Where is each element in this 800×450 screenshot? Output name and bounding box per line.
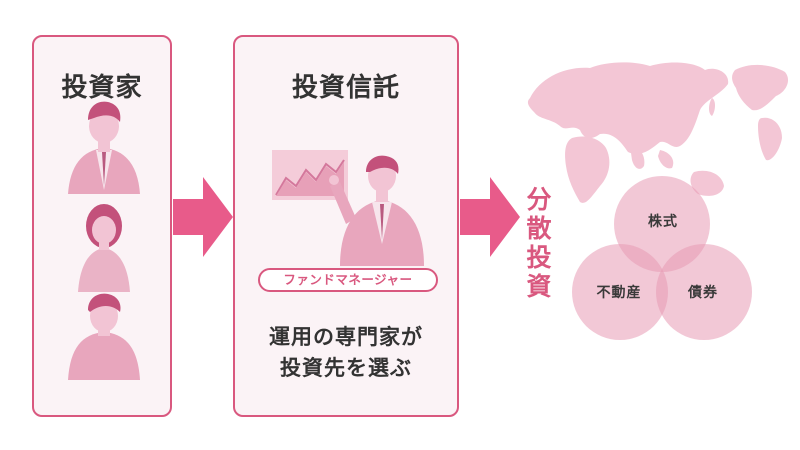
north-america-shape: [732, 64, 789, 111]
arrow-right-icon: [460, 177, 520, 257]
venn-circle-realestate: [572, 244, 668, 340]
investment-trust-title: 投資信託: [291, 73, 400, 103]
investment-trust-panel: 投資信託: [233, 35, 459, 417]
south-asia-shape: [630, 146, 645, 169]
investor-woman-icon: [78, 204, 130, 292]
arrow-right-icon: [173, 177, 233, 257]
investor-man-suit-icon: [68, 101, 140, 194]
investor-title: 投資家: [61, 73, 143, 103]
venn-label-bond: 債券: [688, 285, 718, 301]
caption-line-2: 投資先を選ぶ: [280, 356, 412, 380]
diversified-investment-label: 分 散 投 資: [526, 185, 552, 301]
japan-shape: [709, 98, 715, 116]
venn-label-stock: 株式: [648, 214, 678, 230]
south-america-shape: [758, 117, 782, 161]
venn-circle-bond: [656, 244, 752, 340]
chart-board-icon: [272, 150, 348, 200]
investor-young-man-icon: [68, 293, 140, 380]
caption-line-1: 運用の専門家が: [269, 325, 423, 349]
africa-shape: [565, 136, 610, 203]
venn-label-real-estate: 不動産: [596, 285, 642, 301]
southeast-asia-shape: [658, 150, 674, 169]
eurasia-shape: [527, 62, 729, 155]
fund-manager-badge: ファンドマネージャー: [258, 268, 438, 292]
australia-shape: [690, 170, 724, 196]
